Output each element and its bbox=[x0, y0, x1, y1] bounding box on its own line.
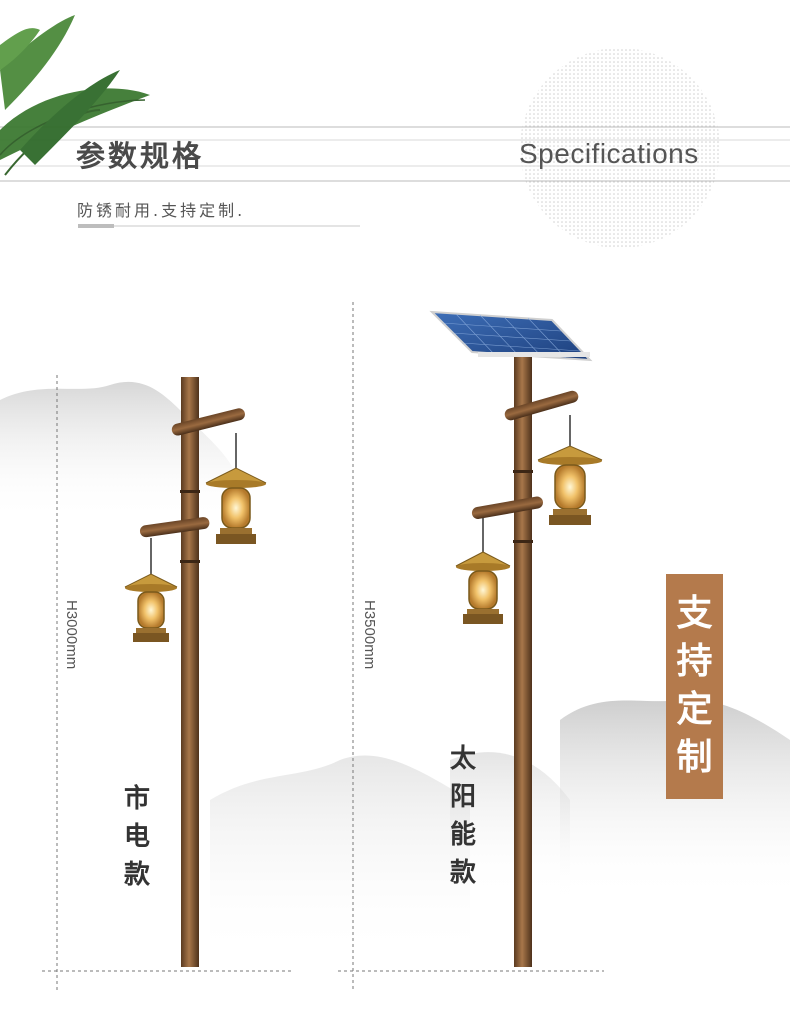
lamp-post-mains bbox=[124, 377, 267, 967]
product-name-mains: 市电款 bbox=[123, 784, 150, 890]
height-label-solar: H3500mm bbox=[361, 600, 378, 670]
page-title: 参数规格 bbox=[76, 139, 205, 173]
page-title-english: Specifications bbox=[519, 138, 699, 169]
product-name-solar: 太阳能款 bbox=[449, 744, 476, 888]
customization-badge: 支持定制 bbox=[666, 574, 723, 799]
lamp-post-solar bbox=[429, 310, 603, 967]
page-subtitle: 防锈耐用.支持定制. bbox=[77, 201, 246, 220]
height-label-mains: H3000mm bbox=[63, 600, 80, 670]
